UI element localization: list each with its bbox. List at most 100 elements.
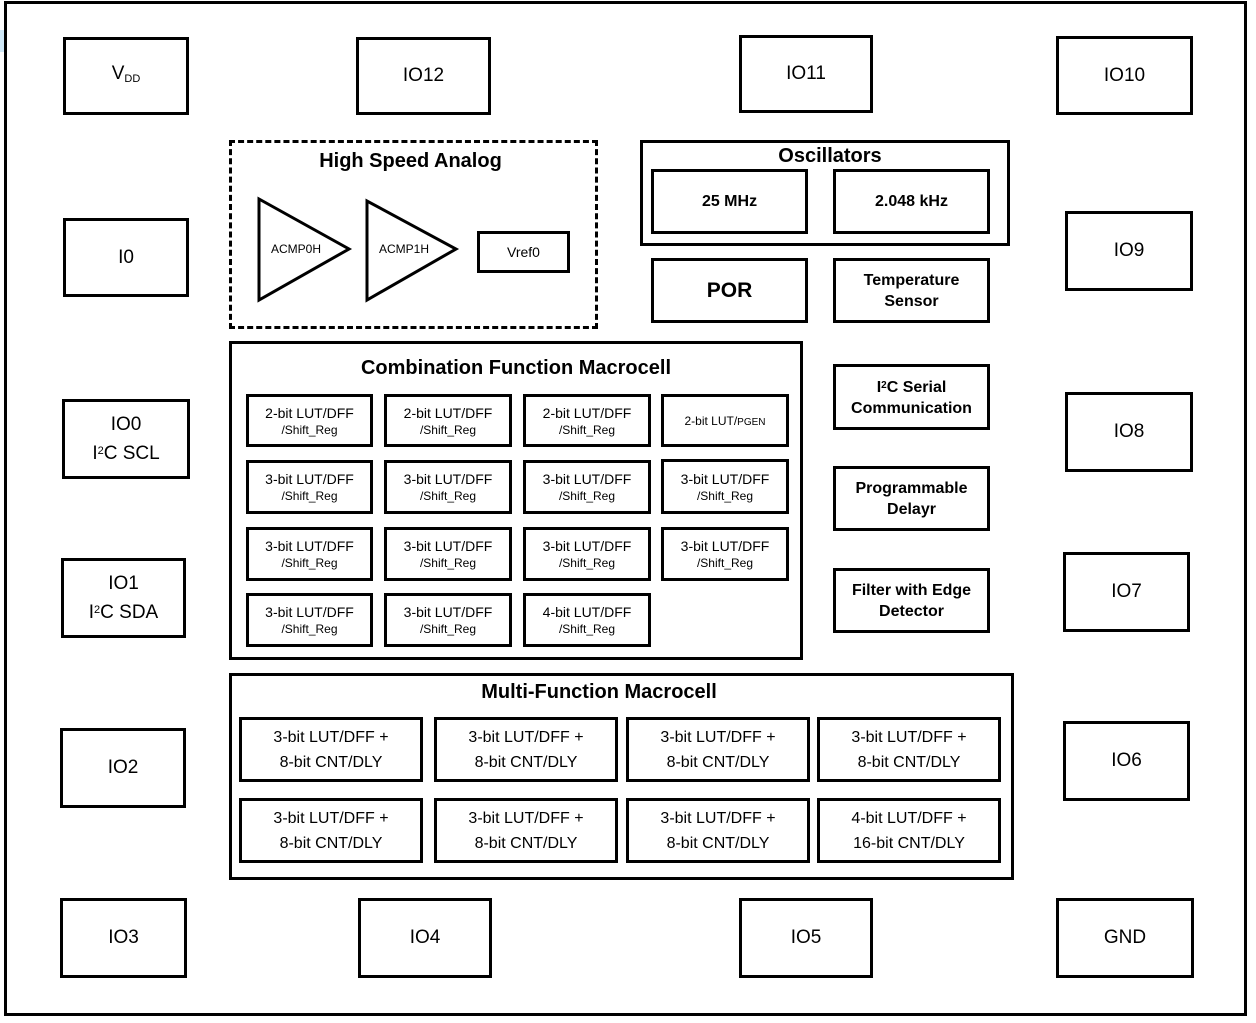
cfm-cell-line1: 2-bit LUT/DFF bbox=[265, 404, 354, 421]
cfm-cell: 3-bit LUT/DFF /Shift_Reg bbox=[384, 460, 512, 514]
acmp0-comparator-icon bbox=[257, 196, 353, 303]
chip-outline bbox=[4, 1, 1247, 1016]
pin-io3: IO3 bbox=[60, 898, 187, 978]
multi-function-macrocell-title: Multi-Function Macrocell bbox=[481, 681, 717, 703]
cfm-cell-line1: 3-bit LUT/DFF bbox=[542, 471, 632, 487]
cfm-cell-line2: /Shift_Reg bbox=[281, 422, 338, 437]
pin-io5: IO5 bbox=[739, 898, 873, 978]
pin-io2-label: IO2 bbox=[107, 757, 139, 778]
i2c-serial-prefix: I bbox=[876, 379, 882, 396]
mfm-cell-line2: 16-bit CNT/DLY bbox=[853, 834, 965, 852]
pin-io10: IO10 bbox=[1056, 36, 1193, 115]
mfm-cell: 3-bit LUT/DFF + 8-bit CNT/DLY bbox=[239, 798, 423, 863]
cfm-cell-line1: 3-bit LUT/DFF bbox=[265, 538, 354, 554]
filter-edge-detector-line1: Filter with Edge bbox=[851, 581, 972, 599]
cfm-cell-line1: 3-bit LUT/DFF bbox=[680, 470, 770, 487]
cfm-cell-line1: 2-bit LUT/DFF bbox=[542, 404, 632, 421]
pin-io0: IO0 I2C SCL bbox=[62, 399, 190, 479]
cfm-cell-line2: /Shift_Reg bbox=[419, 556, 477, 570]
cfm-pgen-small: PGEN bbox=[737, 416, 766, 428]
pin-io9-label: IO9 bbox=[1113, 240, 1145, 261]
cfm-cell-line2: /Shift_Reg bbox=[558, 556, 616, 570]
mfm-cell: 3-bit LUT/DFF + 8-bit CNT/DLY bbox=[626, 717, 810, 782]
osc-25mhz-label: 25 MHz bbox=[701, 192, 758, 210]
pin-io6: IO6 bbox=[1063, 721, 1190, 801]
pin-io1: IO1 I2C SDA bbox=[61, 558, 186, 638]
cfm-cell: 3-bit LUT/DFF /Shift_Reg bbox=[523, 460, 651, 514]
temperature-sensor-line2: Sensor bbox=[884, 292, 939, 310]
mfm-cell-line2: 8-bit CNT/DLY bbox=[474, 834, 578, 852]
pin-io1-label: IO1 bbox=[108, 572, 139, 594]
programmable-delay-block: Programmable Delayr bbox=[833, 466, 990, 531]
pin-io0-func-prefix: I bbox=[92, 442, 98, 464]
pin-io7-label: IO7 bbox=[1111, 581, 1142, 602]
mfm-cell: 3-bit LUT/DFF + 8-bit CNT/DLY bbox=[626, 798, 810, 863]
pin-io1-func-prefix: I bbox=[88, 601, 95, 623]
cfm-cell-line2: /Shift_Reg bbox=[419, 422, 477, 437]
mfm-cell-line1: 3-bit LUT/DFF + bbox=[468, 809, 584, 827]
cfm-cell: 3-bit LUT/DFF /Shift_Reg bbox=[246, 527, 373, 581]
high-speed-analog-title: High Speed Analog bbox=[319, 150, 502, 172]
acmp1-label: ACMP1H bbox=[379, 242, 430, 256]
i2c-serial-sup: 2 bbox=[881, 380, 887, 391]
pin-io12: IO12 bbox=[356, 37, 491, 115]
pin-i0: I0 bbox=[63, 218, 189, 297]
mfm-cell-line2: 8-bit CNT/DLY bbox=[279, 834, 383, 852]
pin-vdd: VDD bbox=[63, 37, 189, 115]
osc-25mhz-block: 25 MHz bbox=[651, 169, 808, 234]
pin-io3-label: IO3 bbox=[108, 927, 139, 948]
pin-io12-label: IO12 bbox=[402, 65, 445, 86]
pin-io5-label: IO5 bbox=[790, 927, 822, 948]
mfm-cell: 3-bit LUT/DFF + 8-bit CNT/DLY bbox=[817, 717, 1001, 782]
mfm-cell-line1: 3-bit LUT/DFF + bbox=[468, 728, 584, 746]
temperature-sensor-block: Temperature Sensor bbox=[833, 258, 990, 323]
cfm-cell-line1: 2-bit LUT/DFF bbox=[403, 404, 493, 421]
mfm-cell: 3-bit LUT/DFF + 8-bit CNT/DLY bbox=[239, 717, 423, 782]
mfm-cell-line1: 3-bit LUT/DFF + bbox=[660, 809, 776, 827]
mfm-cell-line2: 8-bit CNT/DLY bbox=[279, 753, 383, 771]
pin-io1-func-sup: 2 bbox=[94, 603, 101, 616]
pin-vdd-subscript: DD bbox=[124, 72, 141, 85]
pin-io9: IO9 bbox=[1065, 211, 1193, 291]
cfm-cell-line2: /Shift_Reg bbox=[419, 489, 477, 503]
cfm-cell: 3-bit LUT/DFF /Shift_Reg bbox=[384, 593, 512, 647]
pin-io11: IO11 bbox=[739, 35, 873, 113]
cfm-cell-line2: /Shift_Reg bbox=[281, 489, 338, 503]
i2c-serial-title: C Serial bbox=[886, 379, 947, 396]
cfm-cell-line1: 3-bit LUT/DFF bbox=[403, 604, 493, 620]
mfm-cell-line1: 3-bit LUT/DFF + bbox=[851, 728, 967, 746]
high-speed-analog-block bbox=[229, 140, 598, 329]
mfm-cell-line2: 8-bit CNT/DLY bbox=[666, 834, 770, 852]
mfm-cell: 3-bit LUT/DFF + 8-bit CNT/DLY bbox=[434, 798, 618, 863]
cfm-cell-line2: /Shift_Reg bbox=[558, 489, 616, 503]
mfm-cell-line1: 3-bit LUT/DFF + bbox=[660, 728, 776, 746]
mfm-cell: 3-bit LUT/DFF + 8-bit CNT/DLY bbox=[434, 717, 618, 782]
acmp0-label: ACMP0H bbox=[271, 242, 322, 256]
osc-2048khz-label: 2.048 kHz bbox=[875, 192, 948, 210]
programmable-delay-line2: Delayr bbox=[887, 500, 936, 518]
pin-io8-label: IO8 bbox=[1113, 421, 1145, 442]
cfm-cell: 4-bit LUT/DFF /Shift_Reg bbox=[523, 593, 651, 647]
temperature-sensor-line1: Temperature bbox=[863, 271, 960, 289]
pin-io4: IO4 bbox=[358, 898, 492, 978]
acmp1-comparator-icon bbox=[365, 198, 460, 303]
cfm-cell-line2: /Shift_Reg bbox=[281, 622, 338, 636]
cfm-cell-line2: /Shift_Reg bbox=[558, 622, 616, 636]
osc-2048khz-block: 2.048 kHz bbox=[833, 169, 990, 234]
pin-io1-func: C SDA bbox=[100, 601, 159, 623]
cfm-cell-line1: 3-bit LUT/DFF bbox=[403, 471, 493, 487]
combination-function-macrocell-title: Combination Function Macrocell bbox=[360, 357, 671, 379]
cfm-cell-line2: /Shift_Reg bbox=[696, 556, 754, 570]
cfm-cell-line1: 3-bit LUT/DFF bbox=[542, 538, 632, 554]
cfm-cell-line1: 3-bit LUT/DFF bbox=[680, 538, 770, 554]
pin-io0-label: IO0 bbox=[110, 413, 142, 435]
cfm-cell: 3-bit LUT/DFF /Shift_Reg bbox=[384, 527, 512, 581]
pin-i0-label: I0 bbox=[118, 246, 134, 268]
por-block: POR bbox=[651, 258, 808, 323]
i2c-serial-line2: Communication bbox=[851, 400, 972, 417]
cfm-cell: 3-bit LUT/DFF /Shift_Reg bbox=[661, 527, 789, 581]
cfm-cell-line1: 3-bit LUT/DFF bbox=[403, 538, 493, 554]
pin-io6-label: IO6 bbox=[1111, 750, 1142, 771]
cfm-cell: 3-bit LUT/DFF /Shift_Reg bbox=[246, 593, 373, 647]
filter-edge-detector-block: Filter with Edge Detector bbox=[833, 568, 990, 633]
